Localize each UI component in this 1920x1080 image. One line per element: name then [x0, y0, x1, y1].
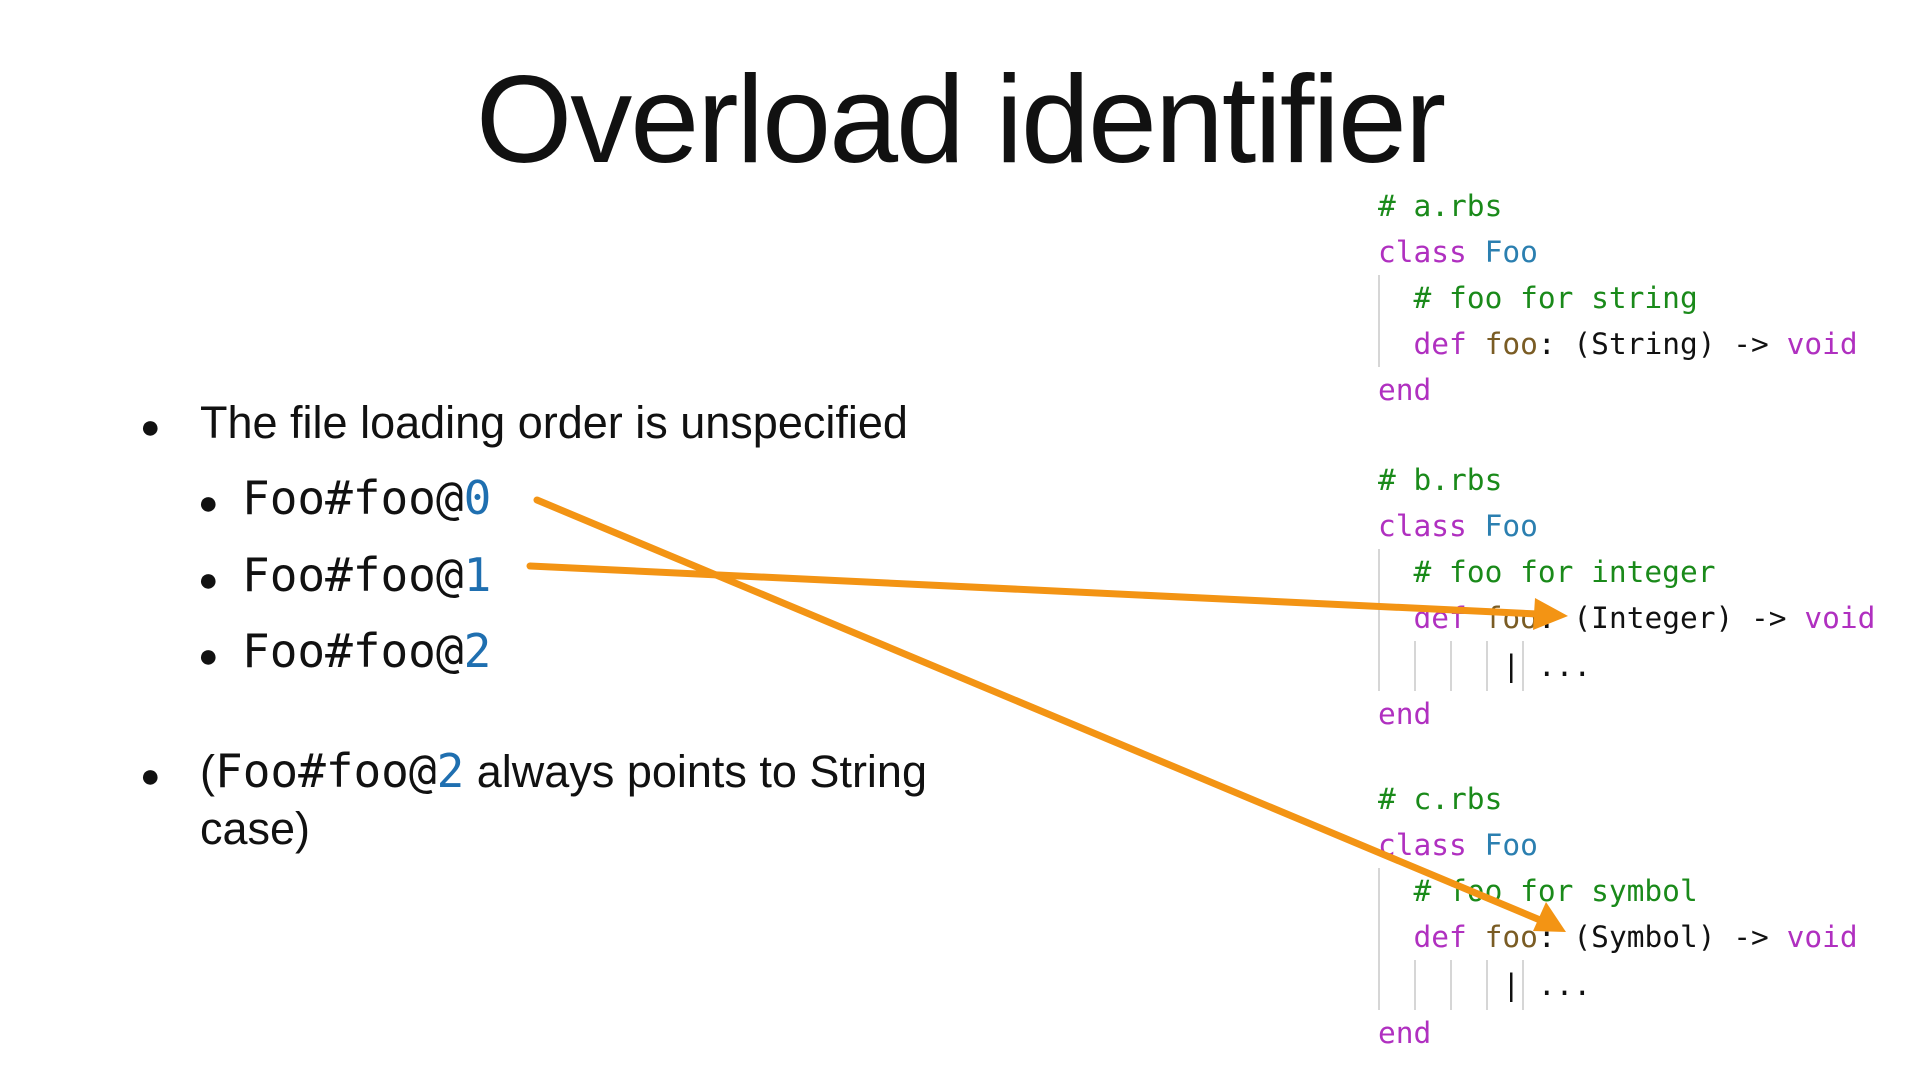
code-block-b: # b.rbs class Foo # foo for integer def …: [1378, 457, 1875, 737]
bullet-dot-icon: ●: [140, 408, 161, 446]
file-comment: # b.rbs: [1378, 463, 1503, 497]
bullet-always-points: ● (Foo#foo@2 always points to String: [140, 748, 927, 794]
class-line: class Foo: [1378, 828, 1538, 862]
end-line: end: [1378, 697, 1432, 731]
sub-bullet-foo-2: ● Foo#foo@2: [198, 628, 491, 674]
sub-bullet-foo-1: ● Foo#foo@1: [198, 552, 491, 598]
identifier-number: 1: [463, 548, 492, 602]
def-line: def foo: (Integer) -> void: [1378, 595, 1875, 641]
identifier-number: 2: [463, 624, 492, 678]
comment-line: # foo for string: [1378, 275, 1858, 321]
bullet-text: (Foo#foo@2 always points to String: [200, 744, 927, 798]
bullet-dot-icon: ●: [198, 561, 219, 599]
code-block-c: # c.rbs class Foo # foo for symbol def f…: [1378, 776, 1858, 1056]
identifier-prefix: Foo#foo@: [242, 548, 464, 602]
continuation-line: | ...: [1378, 960, 1858, 1010]
comment-line: # foo for symbol: [1378, 868, 1858, 914]
identifier-prefix: Foo#foo@: [242, 624, 464, 678]
bullet-dot-icon: ●: [198, 484, 219, 522]
end-line: end: [1378, 373, 1432, 407]
bullet-loading-order: ● The file loading order is unspecified: [140, 400, 908, 445]
identifier-prefix: Foo#foo@: [242, 471, 464, 525]
def-line: def foo: (Symbol) -> void: [1378, 914, 1858, 960]
code-block-a: # a.rbs class Foo # foo for string def f…: [1378, 183, 1858, 413]
bullet-continuation: case): [200, 803, 311, 854]
class-line: class Foo: [1378, 235, 1538, 269]
continuation-line: | ...: [1378, 641, 1875, 691]
bullet-dot-icon: ●: [198, 637, 219, 675]
identifier-number: 0: [463, 471, 492, 525]
sub-bullet-foo-0: ● Foo#foo@0: [198, 475, 491, 521]
slide-title: Overload identifier: [475, 51, 1446, 189]
end-line: end: [1378, 1016, 1432, 1050]
class-line: class Foo: [1378, 509, 1538, 543]
file-comment: # a.rbs: [1378, 189, 1503, 223]
bullet-text: The file loading order is unspecified: [200, 397, 908, 448]
file-comment: # c.rbs: [1378, 782, 1503, 816]
comment-line: # foo for integer: [1378, 549, 1875, 595]
def-line: def foo: (String) -> void: [1378, 321, 1858, 367]
bullet-dot-icon: ●: [140, 757, 161, 795]
